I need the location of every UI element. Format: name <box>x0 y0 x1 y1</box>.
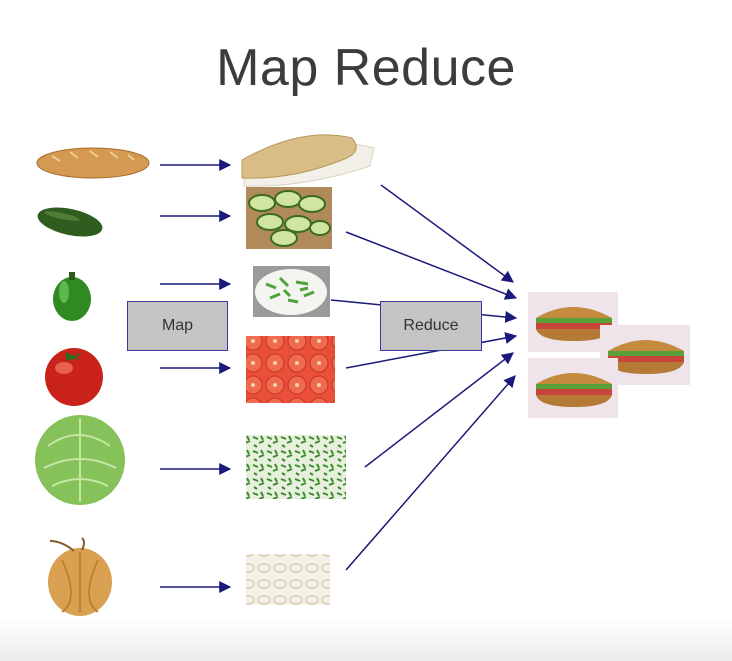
reduce-arrow <box>345 375 516 571</box>
map-label: Map <box>161 317 194 334</box>
sliced-bread-image <box>234 131 381 187</box>
sliced-tomato-image <box>246 336 335 403</box>
sandwich-image-bottom <box>528 358 618 418</box>
onion-rings-image <box>246 554 330 605</box>
shredded-lettuce-image <box>246 435 346 499</box>
tomato-image <box>45 348 103 406</box>
lettuce-image <box>35 415 125 505</box>
sandwich-image-top <box>528 292 618 352</box>
reduce-arrow <box>345 231 518 300</box>
reduce-stage-box: Reduce <box>380 301 482 351</box>
onion-image <box>48 537 112 616</box>
bread-image <box>36 147 150 179</box>
cucumber-image <box>37 207 103 237</box>
reduce-arrow <box>364 352 514 468</box>
green-pepper-image <box>53 272 91 321</box>
sliced-cucumber-image <box>246 187 332 249</box>
slide-title: Map Reduce <box>216 39 516 97</box>
chopped-pepper-image <box>253 266 330 317</box>
reduce-arrow <box>380 184 514 283</box>
bottom-shade <box>0 618 732 661</box>
reduce-label: Reduce <box>403 317 459 334</box>
reduce-arrow <box>345 332 518 369</box>
map-stage-box: Map <box>127 301 228 351</box>
